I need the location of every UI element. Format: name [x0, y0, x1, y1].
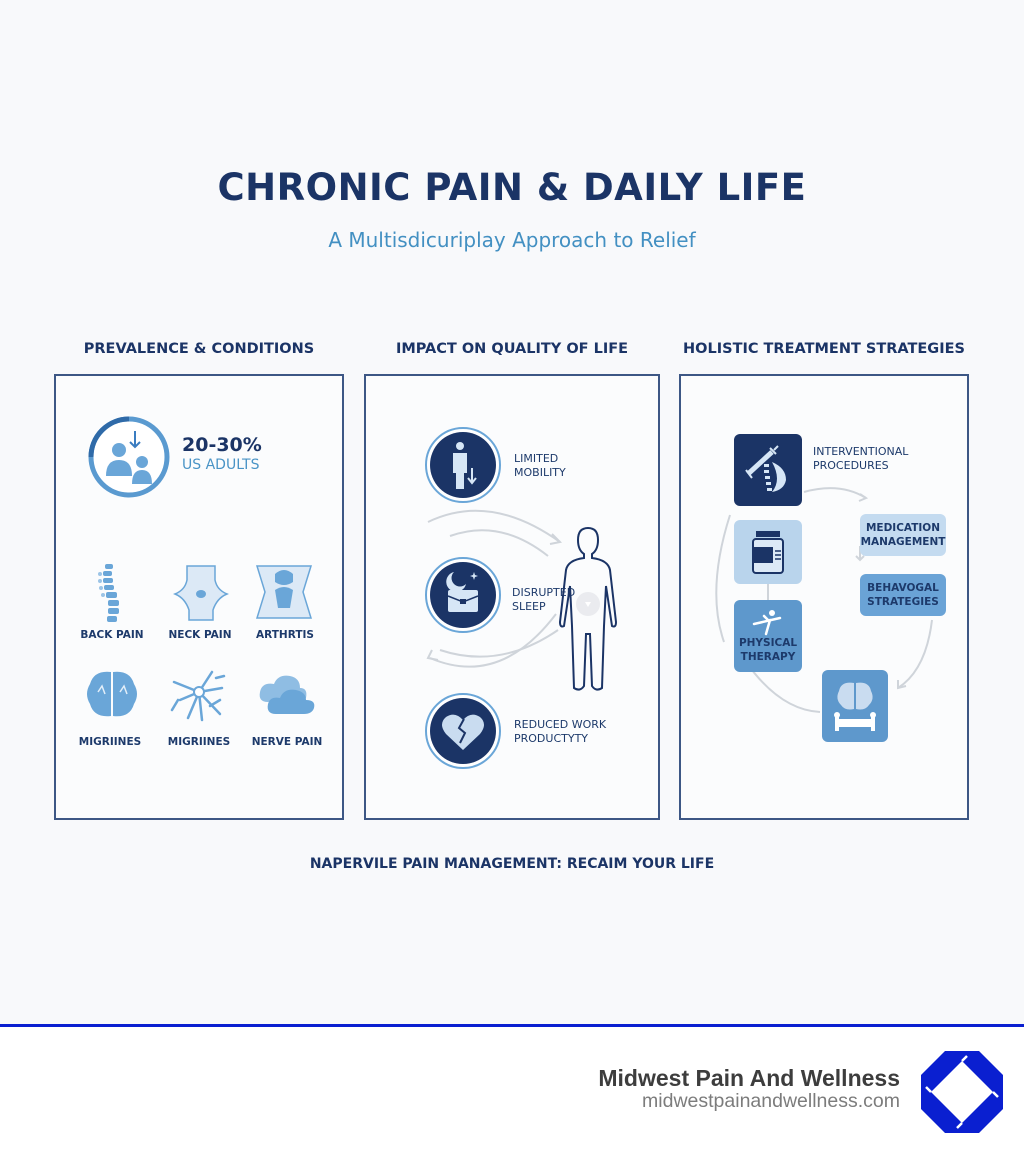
footer-divider — [0, 1024, 1024, 1027]
interventional-procedures-label: INTERVENTIONAL PROCEDURES — [813, 445, 909, 472]
impact-label-sleep: DISRUPTED SLEEP — [512, 586, 576, 613]
spine-icon — [98, 564, 119, 622]
cycle-arrows-icon — [426, 509, 563, 668]
broken-heart-icon — [425, 693, 501, 769]
condition-label-neck-pain: NECK PAIN — [168, 629, 232, 641]
column-heading-impact: IMPACT ON QUALITY OF LIFE — [395, 341, 629, 357]
condition-label-arthritis: ARTHRTIS — [256, 629, 314, 641]
person-down-arrow-icon — [425, 427, 501, 503]
brand-name: Midwest Pain And Wellness — [598, 1065, 900, 1091]
pill-bottle-icon — [752, 531, 784, 574]
pill-bottle-tile — [734, 520, 802, 584]
prevalence-stat-value: 20-30% — [182, 434, 262, 456]
impact-label-mobility: LIMITED MOBILITY — [514, 452, 566, 479]
brain-bed-tile — [822, 670, 888, 742]
joint-icon — [255, 565, 313, 619]
brand-url[interactable]: midwestpainandwellness.com — [642, 1090, 900, 1112]
people-down-arrow-icon — [88, 416, 170, 498]
column-heading-treatment: HOLISTIC TREATMENT STRATEGIES — [683, 341, 965, 357]
medication-management-box: MEDICATION MANAGEMENT — [860, 514, 946, 556]
condition-label-nerve-pain: NERVE PAIN — [251, 736, 323, 748]
neuron-icon — [170, 670, 226, 722]
page-title: CHRONIC PAIN & DAILY LIFE — [217, 166, 807, 209]
impact-panel — [364, 374, 660, 820]
column-heading-prevalence: PREVALENCE & CONDITIONS — [83, 341, 315, 357]
syringe-spine-icon — [745, 445, 786, 492]
physical-therapy-tile: PHYSICAL THERAPY — [734, 600, 802, 672]
interventional-procedures-tile — [734, 434, 802, 506]
human-body-outline-icon — [558, 526, 618, 691]
neck-icon — [173, 565, 229, 621]
behavioral-strategies-box: BEHAVOGAL STRATEGIES — [860, 574, 946, 616]
footer — [0, 1027, 1024, 1154]
stretching-figure-icon — [752, 610, 782, 636]
condition-label-migraines-2: MIGRIINES — [167, 736, 231, 748]
condition-label-migraines-1: MIGRIINES — [78, 736, 142, 748]
page-subtitle: A Multisdicuriplay Approach to Relief — [328, 228, 696, 252]
condition-label-back-pain: BACK PAIN — [80, 629, 144, 641]
brain-bed-icon — [834, 682, 876, 731]
moon-briefcase-icon — [425, 557, 501, 633]
prevalence-stat-label: US ADULTS — [182, 457, 260, 473]
tagline: NAPERVILE PAIN MANAGEMENT: RECAIM YOUR L… — [309, 856, 715, 872]
impact-label-productivity: REDUCED WORK PRODUCTYTY — [514, 718, 607, 745]
cloud-icon — [259, 675, 315, 714]
brain-icon — [87, 671, 137, 717]
brand-logo-icon — [921, 1051, 1003, 1133]
